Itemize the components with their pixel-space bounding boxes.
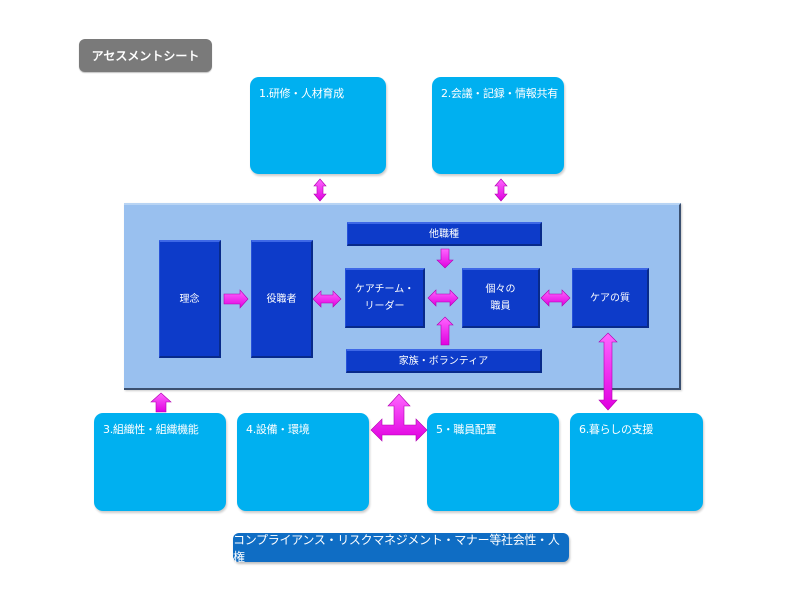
category-box-staffing: 5・職員配置: [427, 413, 559, 511]
node-label: 役職者: [266, 293, 297, 305]
node-label: 家族・ボランティア: [398, 355, 489, 367]
up-arrow-icon: [150, 392, 172, 413]
double-arrow-icon: [313, 178, 327, 202]
page-title: アセスメントシート: [79, 39, 212, 72]
right-arrow-icon: [223, 289, 249, 309]
category-label: 4.設備・環境: [246, 423, 310, 436]
node-family-volunteers: 家族・ボランティア: [346, 349, 542, 373]
node-philosophy: 理念: [159, 240, 221, 358]
node-label: ケアの質: [590, 292, 630, 304]
node-care-quality: ケアの質: [572, 268, 649, 328]
category-box-organization: 3.組織性・組織機能: [94, 413, 226, 511]
node-officers: 役職者: [251, 240, 313, 358]
category-label: 1.研修・人材育成: [259, 87, 344, 100]
node-other-professions: 他職種: [347, 222, 542, 246]
double-arrow-icon: [312, 290, 342, 308]
category-box-training: 1.研修・人材育成: [250, 77, 386, 174]
node-label-line: ケアチーム・: [354, 284, 415, 295]
node-label-line: 職員: [490, 301, 511, 312]
double-arrow-icon: [494, 178, 508, 202]
up-arrow-icon: [436, 316, 454, 346]
node-label-line: リーダー: [364, 301, 405, 312]
node-individual-staff: 個々の 職員: [462, 268, 540, 328]
category-box-facilities: 4.設備・環境: [237, 413, 369, 511]
category-label: 6.暮らしの支援: [579, 423, 654, 436]
category-label: 3.組織性・組織機能: [103, 423, 199, 436]
category-box-meetings: 2.会議・記録・情報共有: [432, 77, 564, 174]
category-box-living-support: 6.暮らしの支援: [570, 413, 703, 511]
node-care-team-leader: ケアチーム・ リーダー: [345, 268, 425, 328]
category-label: 5・職員配置: [436, 423, 497, 436]
node-label: 理念: [179, 293, 200, 305]
double-arrow-icon: [540, 289, 571, 307]
down-arrow-icon: [436, 248, 454, 269]
category-label: 2.会議・記録・情報共有: [441, 87, 558, 100]
node-label-line: 個々の: [485, 284, 516, 295]
compliance-banner: コンプライアンス・リスクマネジメント・マナー等社会性・人権: [233, 533, 569, 564]
three-way-arrow-icon: [370, 393, 428, 442]
node-label: 他職種: [429, 228, 459, 240]
double-arrow-icon: [598, 332, 618, 411]
double-arrow-icon: [427, 289, 459, 307]
